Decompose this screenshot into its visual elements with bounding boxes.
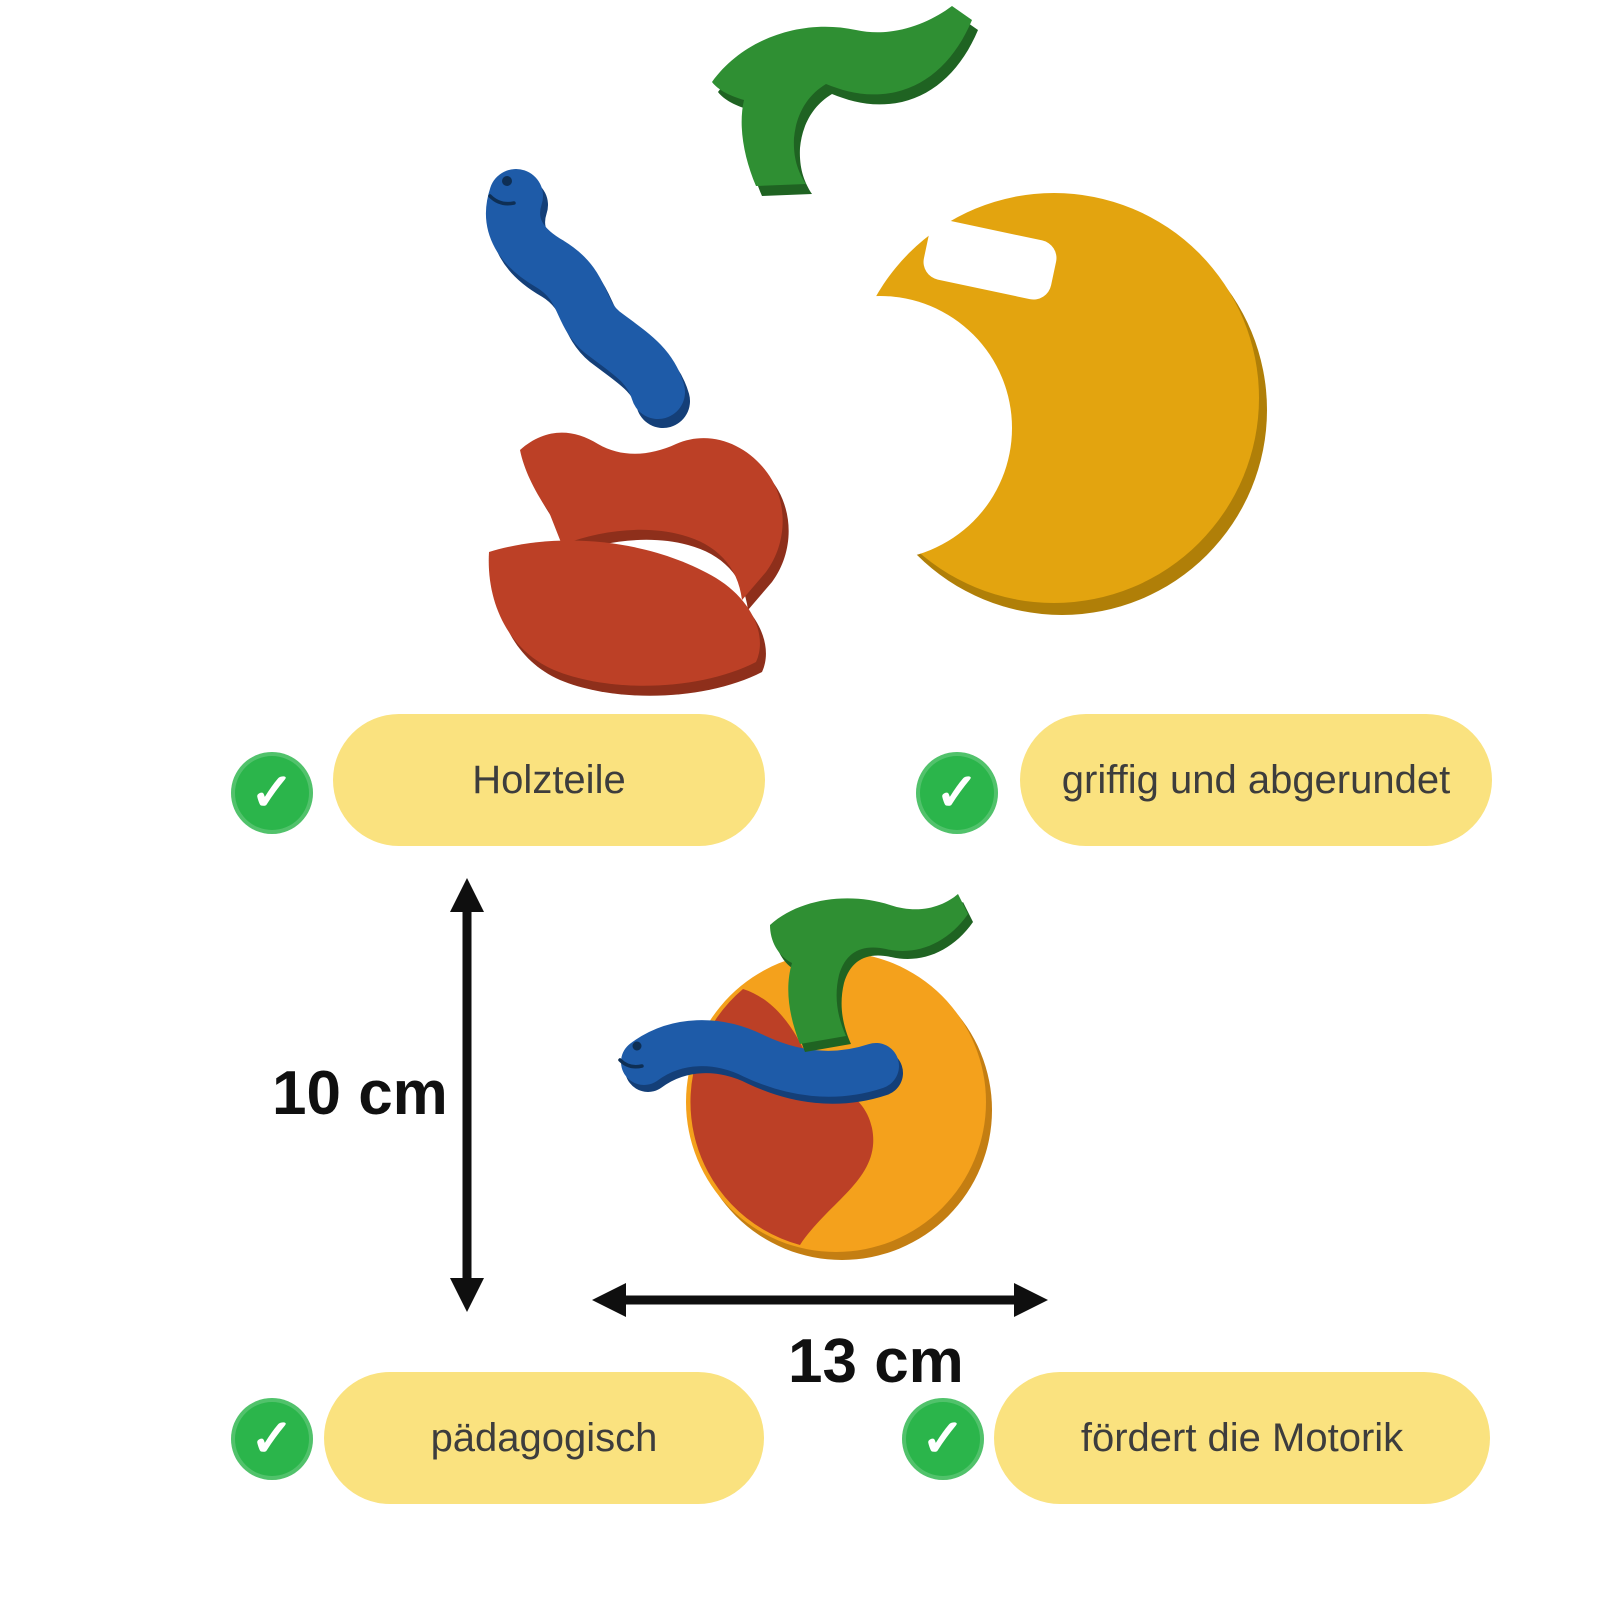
apple-worm-smile-icon xyxy=(618,1058,644,1069)
height-arrow-top-head xyxy=(450,878,484,912)
badge-foerdert-die-motorik: fördert die Motorik xyxy=(994,1372,1490,1504)
red-piece-upper xyxy=(520,432,783,600)
badge-holzteile: Holzteile xyxy=(333,714,765,846)
check-icon: ✓ xyxy=(902,1398,984,1480)
width-dimension-arrow xyxy=(592,1283,1048,1317)
green-stem-piece xyxy=(712,6,978,196)
height-dimension-arrow xyxy=(450,878,484,1312)
check-icon: ✓ xyxy=(231,1398,313,1480)
apple-worm-eye-icon xyxy=(632,1041,642,1051)
worm-eye-icon xyxy=(502,176,512,186)
green-stem-shape xyxy=(712,6,972,186)
red-apple-inner-piece xyxy=(488,432,789,696)
check-icon: ✓ xyxy=(916,752,998,834)
yellow-apple-outer-piece xyxy=(748,193,1267,615)
height-dimension-label: 10 cm xyxy=(272,1059,448,1128)
width-arrow-left-head xyxy=(592,1283,626,1317)
blue-worm-body xyxy=(486,169,685,419)
assembled-apple-puzzle xyxy=(618,894,992,1260)
badge-paedagogisch: pädagogisch xyxy=(324,1372,764,1504)
red-piece-lower xyxy=(488,540,760,686)
apple-stem-piece xyxy=(770,894,968,1044)
worm-smile-icon xyxy=(488,194,516,206)
width-arrow-right-head xyxy=(1014,1283,1048,1317)
check-icon: ✓ xyxy=(231,752,313,834)
badge-griffig-und-abgerundet: griffig und abgerundet xyxy=(1020,714,1492,846)
apple-worm-body xyxy=(621,1020,899,1097)
blue-worm-piece xyxy=(486,169,690,428)
width-dimension-label: 13 cm xyxy=(788,1327,964,1396)
height-arrow-bottom-head xyxy=(450,1278,484,1312)
yellow-piece-notch-cutout xyxy=(923,220,1057,300)
yellow-piece-bite-cutout xyxy=(748,296,1012,560)
